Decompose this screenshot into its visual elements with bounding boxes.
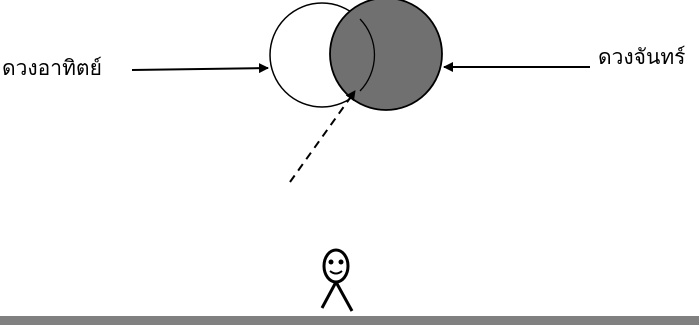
observer-right-eye [338,259,344,265]
ground [0,316,699,325]
sun-label: ดวงอาทิตย์ [2,56,102,80]
sun-arrow [131,63,269,74]
observer-head [322,248,350,284]
observer-left-eye [328,259,334,265]
moon-label: ดวงจันทร์ [598,45,686,69]
sightline-dashed-arrow [289,90,356,183]
observer-smile [329,270,343,275]
observer-left-leg [320,281,338,309]
moon-circle [329,0,443,111]
observer-right-leg [334,281,354,312]
sun-outline-overlap [359,18,376,92]
stick-figure-icon [320,248,354,312]
